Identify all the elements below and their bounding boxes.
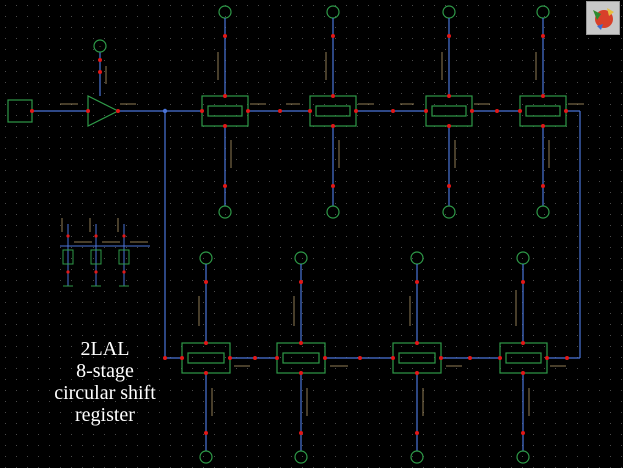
tool-logo-icon[interactable] [586,1,620,35]
title-line-2: 8-stage [76,360,134,382]
svg-text:~: ~ [99,44,102,49]
wire-junction [162,108,168,114]
top-clock-sources [218,5,550,96]
net-label-marks [60,52,584,416]
title-line-3: circular shift [54,382,156,404]
title-line-1: 2LAL [80,338,130,360]
bottom-clock-sources-top [199,251,530,343]
logo-graphic [593,8,614,30]
bottom-clock-sources-bottom [199,373,530,464]
top-bottom-clock-sources [218,126,550,219]
buffer-clock-source[interactable]: ~ [93,39,107,53]
schematic-title: 2LAL 8-stage circular shift register [20,338,190,426]
title-line-4: register [75,404,135,426]
pin-markers [30,34,569,435]
supply-sources [60,224,150,287]
